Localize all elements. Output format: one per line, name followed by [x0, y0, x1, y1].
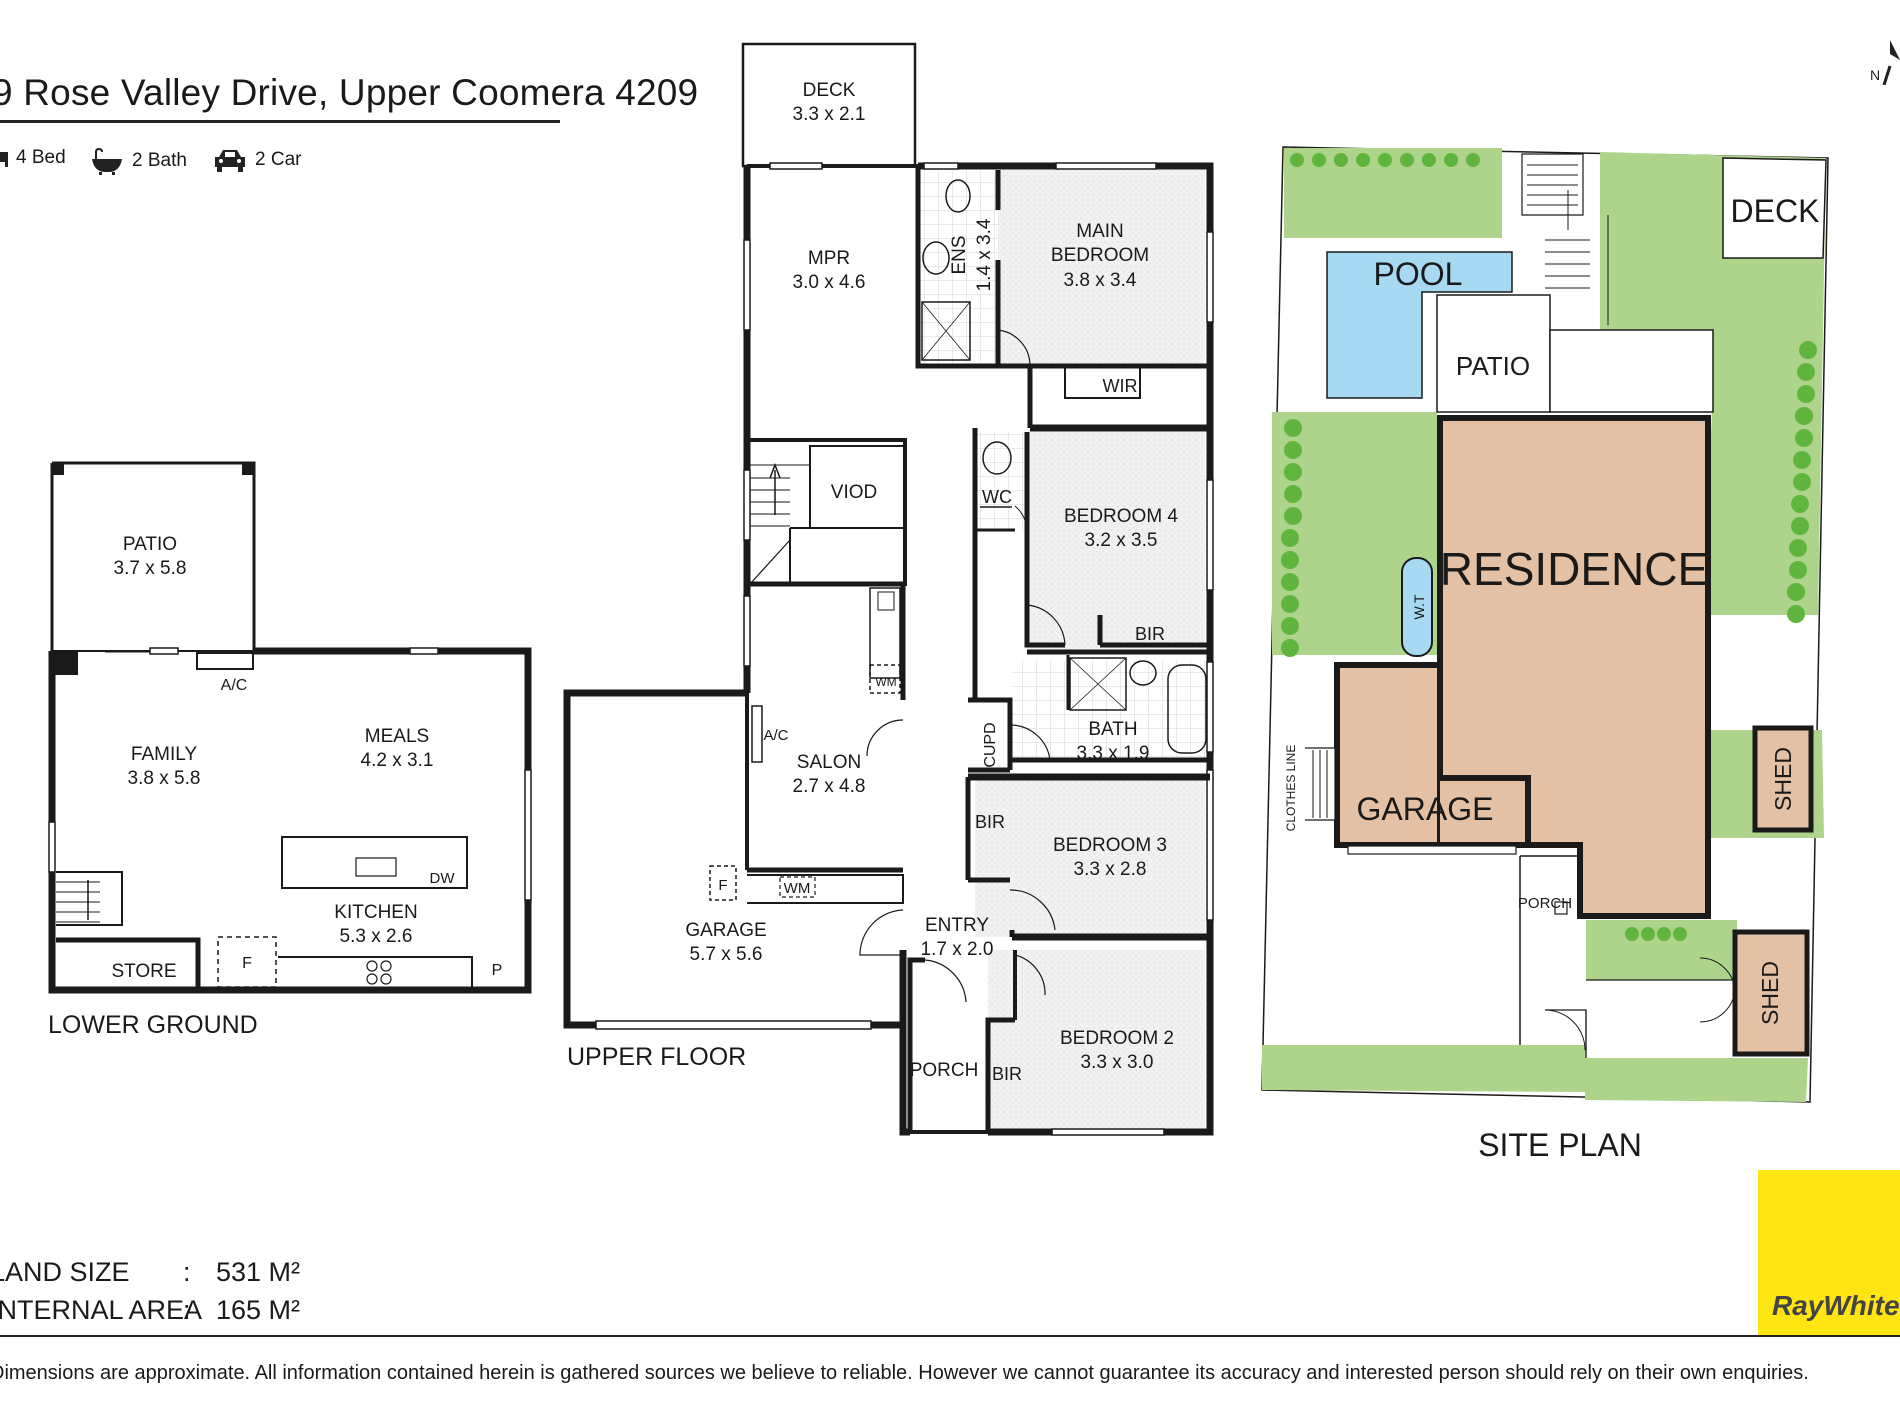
site-plan-labels: DECK POOL PATIO RESIDENCE W.T GARAGE CLO…	[1284, 193, 1819, 1163]
title-underline	[0, 120, 560, 123]
site-clothes-line-label: CLOTHES LINE	[1284, 745, 1298, 832]
room-ens-dims: 1.4 x 3.4	[974, 218, 995, 291]
site-shed-2-label: SHED	[1757, 961, 1783, 1025]
room-salon-dims: 2.7 x 4.8	[793, 776, 866, 797]
room-bir3-label: BIR	[975, 812, 1005, 832]
room-porch-label: PORCH	[910, 1060, 979, 1081]
room-salon-label: SALON	[797, 752, 861, 773]
room-bedroom4-dims: 3.2 x 3.5	[1085, 530, 1158, 551]
room-main-bedroom-label: MAIN	[1076, 221, 1124, 242]
brand-logo-text: RayWhite	[1772, 1290, 1900, 1321]
site-plan-title: SITE PLAN	[1478, 1127, 1642, 1163]
room-patio-dims: 3.7 x 5.8	[114, 558, 187, 579]
room-deck-dims: 3.3 x 2.1	[793, 104, 866, 125]
room-bir2-label: BIR	[992, 1064, 1022, 1084]
compass-north-label: N	[1870, 67, 1880, 83]
site-patio-label: PATIO	[1456, 351, 1530, 381]
room-entry-dims: 1.7 x 2.0	[921, 939, 994, 960]
car-icon	[215, 150, 245, 172]
site-porch-label: PORCH	[1518, 895, 1572, 912]
hedge-plants	[1281, 153, 1817, 941]
room-patio-label: PATIO	[123, 534, 177, 555]
room-bedroom2-dims: 3.3 x 3.0	[1081, 1052, 1154, 1073]
room-main-bedroom-dims: 3.8 x 3.4	[1064, 270, 1137, 291]
site-deck-label: DECK	[1731, 193, 1820, 229]
site-residence-label: RESIDENCE	[1440, 543, 1708, 595]
room-garage-dims: 5.7 x 5.6	[690, 944, 763, 965]
site-plan	[1261, 146, 1829, 1103]
compass-arrow-icon: N	[1870, 40, 1900, 85]
fixture-wm-garage-label: WM	[784, 880, 811, 897]
room-meals-label: MEALS	[365, 726, 429, 747]
internal-area-value: 165 M²	[216, 1295, 301, 1325]
room-deck-label: DECK	[803, 80, 856, 101]
feature-cars: 2 Car	[213, 147, 301, 173]
room-mpr-label: MPR	[808, 248, 850, 269]
brand-logo-box	[1758, 1170, 1900, 1336]
room-wc-label: WC	[982, 487, 1012, 507]
fixture-fridge-garage-label: F	[718, 877, 727, 894]
room-bedroom4-label: BEDROOM 4	[1064, 506, 1178, 527]
room-ens-label: ENS	[949, 235, 970, 274]
lower-ground-title: LOWER GROUND	[48, 1011, 258, 1039]
room-entry-label: ENTRY	[925, 915, 989, 936]
land-size-sep: :	[183, 1257, 191, 1287]
upper-floor-plan	[563, 42, 1214, 1136]
room-kitchen-dims: 5.3 x 2.6	[340, 926, 413, 947]
room-bedroom2-label: BEDROOM 2	[1060, 1028, 1174, 1049]
feature-baths-label: 2 Bath	[132, 150, 187, 171]
feature-beds-label: 4 Bed	[16, 147, 66, 168]
room-bath-dims: 3.3 x 1.9	[1077, 743, 1150, 764]
land-size-label: LAND SIZE	[0, 1257, 130, 1287]
room-garage-label: GARAGE	[685, 920, 766, 941]
feature-baths: 2 Bath	[90, 147, 187, 175]
land-size-value: 531 M²	[216, 1257, 301, 1287]
room-void-label: VIOD	[831, 482, 877, 503]
room-family-dims: 3.8 x 5.8	[128, 768, 201, 789]
bed-icon	[0, 152, 8, 167]
site-shed-1-label: SHED	[1770, 747, 1796, 811]
feature-beds: 4 Bed	[0, 147, 66, 169]
lower-ground-labels: PATIO 3.7 x 5.8 FAMILY 3.8 x 5.8 MEALS 4…	[48, 534, 502, 1039]
fixture-fridge-label: F	[242, 955, 252, 972]
site-water-tank-label: W.T	[1411, 594, 1427, 619]
footer-divider	[0, 1335, 1900, 1337]
upper-floor-labels: DECK 3.3 x 2.1 MPR 3.0 x 4.6 ENS 1.4 x 3…	[567, 80, 1178, 1084]
internal-area-label: INTERNAL AREA	[0, 1295, 203, 1325]
fixture-ac-label: A/C	[221, 677, 248, 694]
internal-area-sep: :	[183, 1295, 191, 1325]
room-bedroom3-dims: 3.3 x 2.8	[1074, 859, 1147, 880]
fixture-ac-salon-label: A/C	[763, 727, 788, 744]
room-store-label: STORE	[111, 961, 176, 982]
fixture-wm-salon-label: WM	[875, 675, 896, 689]
upper-floor-title: UPPER FLOOR	[567, 1043, 746, 1071]
room-bir4-label: BIR	[1135, 624, 1165, 644]
fixture-pantry-label: P	[492, 962, 503, 979]
room-kitchen-label: KITCHEN	[334, 902, 417, 923]
room-wir-label: WIR	[1103, 376, 1138, 396]
room-main-bedroom-label-2: BEDROOM	[1051, 245, 1149, 266]
room-meals-dims: 4.2 x 3.1	[361, 750, 434, 771]
lower-ground-plan	[48, 461, 532, 994]
room-bedroom3-label: BEDROOM 3	[1053, 835, 1167, 856]
property-address: 9 Rose Valley Drive, Upper Coomera 4209	[0, 72, 699, 113]
room-family-label: FAMILY	[131, 744, 197, 765]
bath-icon	[92, 147, 122, 175]
room-mpr-dims: 3.0 x 4.6	[793, 272, 866, 293]
feature-cars-label: 2 Car	[255, 149, 302, 170]
fixture-dw-label: DW	[430, 870, 456, 887]
room-bath-label: BATH	[1088, 719, 1137, 740]
site-garage-label: GARAGE	[1357, 791, 1494, 827]
disclaimer-text: Dimensions are approximate. All informat…	[0, 1362, 1809, 1384]
site-pool-label: POOL	[1374, 256, 1463, 292]
room-cupd-label: CUPD	[982, 722, 999, 767]
